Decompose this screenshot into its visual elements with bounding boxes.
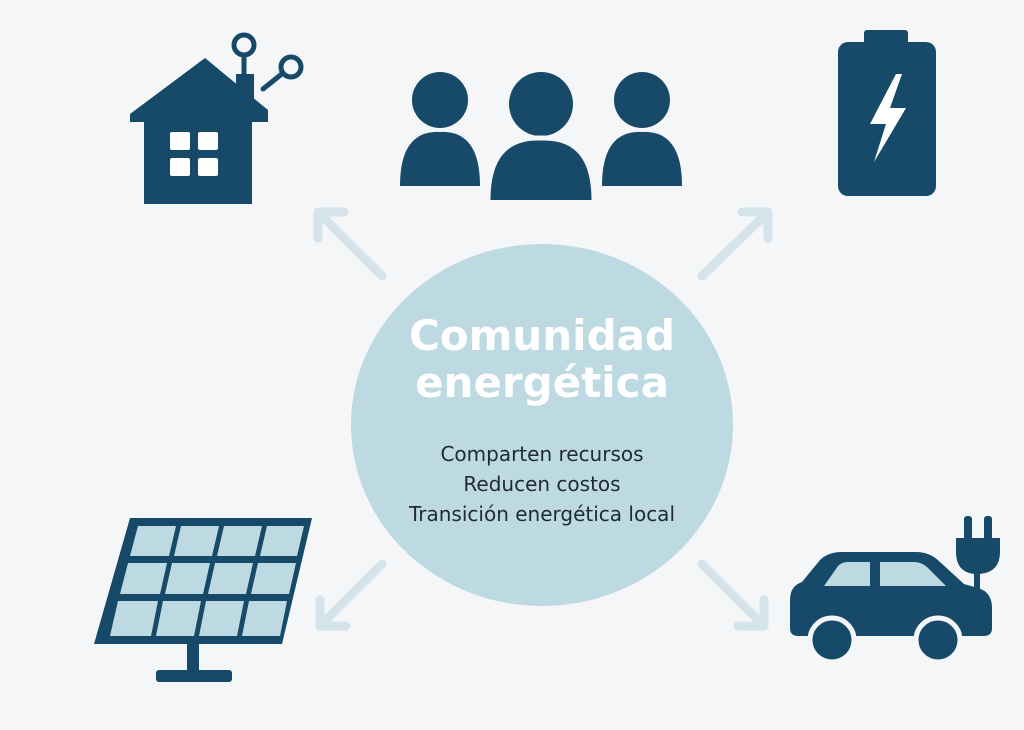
benefit-item: Comparten recursos <box>440 442 644 466</box>
smart-home-icon <box>130 32 304 204</box>
benefit-item: Transición energética local <box>409 502 675 526</box>
benefits-list: Comparten recursos Reducen costos Transi… <box>351 439 733 529</box>
electric-car-icon <box>790 516 1000 665</box>
community-hub-circle <box>351 244 733 606</box>
benefit-item: Reducen costos <box>463 472 621 496</box>
hub-title: Comunidad energética <box>351 312 733 406</box>
solar-panel-icon <box>94 518 312 682</box>
hub-title-line-2: energética <box>415 358 669 407</box>
battery-icon <box>838 30 936 196</box>
hub-title-line-1: Comunidad <box>408 311 676 360</box>
community-people-icon <box>400 72 682 200</box>
